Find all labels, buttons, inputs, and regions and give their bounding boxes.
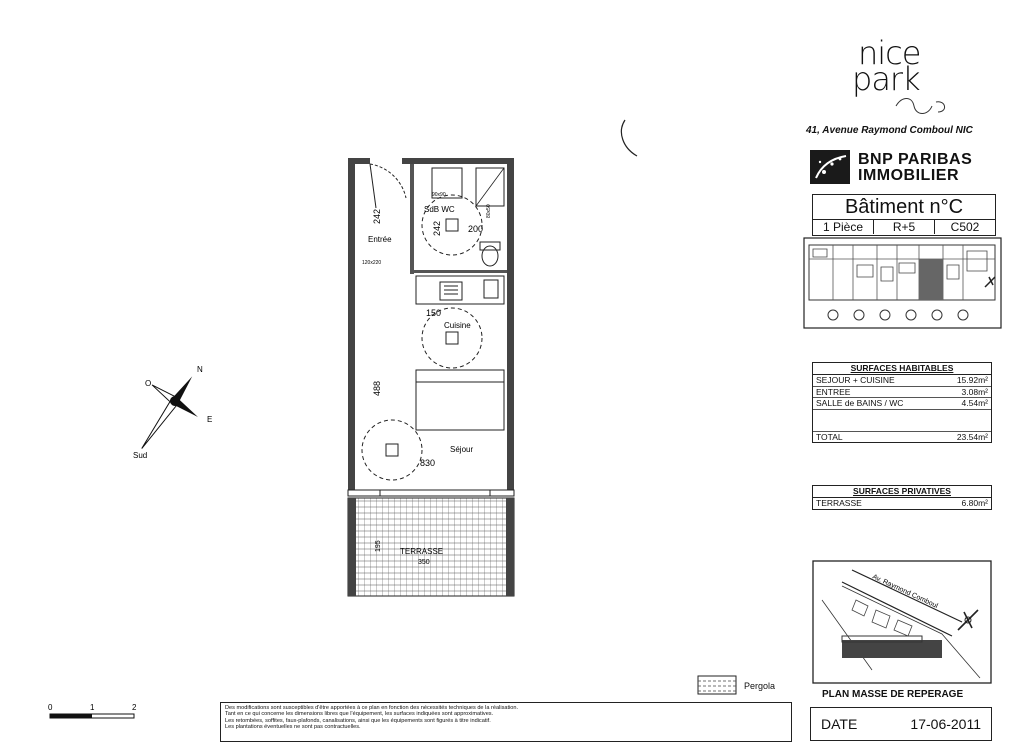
pen-mark [620, 119, 638, 157]
dim-terrasse-h: 195 [375, 540, 382, 552]
compass-o: O [145, 379, 151, 388]
building-lot: C502 [934, 220, 995, 234]
disclaimer-notes: Des modifications sont susceptibles d'êt… [220, 702, 792, 742]
bnp-line-2: IMMOBILIER [858, 167, 959, 184]
dim-sejour-h: 488 [372, 381, 382, 396]
note-line: Les plantations éventuelles ne sont pas … [225, 723, 361, 730]
scale-tick-2: 2 [132, 703, 137, 712]
date-label: DATE [821, 716, 858, 732]
floor-plan: Entrée SdB WC Cuisine Séjour TERRASSE 24… [347, 158, 515, 597]
surface-row [813, 410, 991, 432]
date-box: DATE 17-06-2011 [810, 707, 992, 741]
room-label-cuisine: Cuisine [444, 321, 471, 330]
note-line: Les retombées, soffites, faux-plafonds, … [225, 717, 491, 724]
walls [348, 158, 514, 492]
nice-park-logo: nice park [852, 34, 952, 114]
room-label-sdb-wc: SdB WC [424, 205, 455, 214]
dim-entree-h: 242 [372, 209, 382, 224]
pergola-label: Pergola [744, 681, 776, 691]
building-box: Bâtiment n°C 1 Pièce R+5 C502 [812, 194, 996, 236]
scale-tick-1: 1 [90, 703, 95, 712]
pergola-swatch-icon [697, 675, 737, 695]
dim-sdb-h: 242 [432, 221, 442, 236]
dim-sejour-w: 830 [420, 458, 435, 468]
note-line: Des modifications sont susceptibles d'êt… [225, 705, 519, 711]
bnp-line-1: BNP PARIBAS [858, 151, 973, 168]
date-value: 17-06-2011 [910, 716, 981, 732]
compass-s: Sud [133, 451, 147, 460]
dim-cuisine-w: 150 [426, 308, 441, 318]
note-line: Tant en ce qui concerne les dimensions l… [225, 711, 494, 718]
building-info-row: 1 Pièce R+5 C502 [813, 219, 995, 234]
site-north-arrow-icon [957, 609, 979, 631]
address: 41, Avenue Raymond Comboul NIC [806, 125, 973, 136]
scale-tick-0: 0 [48, 703, 53, 712]
room-label-sejour: Séjour [450, 445, 473, 454]
dim-basin: 80x50 [486, 204, 492, 218]
dim-door: 120x220 [362, 260, 381, 266]
logo-line-2: park [852, 60, 921, 98]
bnp-stars-icon [810, 150, 850, 184]
room-label-terrasse: TERRASSE [400, 547, 443, 556]
building-floor: R+5 [873, 220, 934, 234]
scale-bar: 0 1 2 [48, 703, 137, 719]
compass-rose-icon: N O E Sud [133, 365, 212, 460]
building-type: 1 Pièce [822, 220, 864, 234]
compass-n: N [197, 365, 203, 374]
building-title: Bâtiment n°C [844, 196, 964, 218]
surfaces-habitables-title: SURFACES HABITABLES [812, 362, 992, 374]
compass-e: E [207, 415, 212, 424]
dim-sdb-w: 200 [468, 224, 483, 234]
site-plan-caption: PLAN MASSE DE REPERAGE [822, 689, 964, 700]
site-plan-map: Av. Raymond Comboul [812, 560, 992, 684]
room-label-entree: Entrée [368, 235, 392, 244]
logo-line-1: nice [858, 34, 921, 72]
floor-key-plan [803, 237, 1002, 329]
dim-shower: 90x90 [432, 192, 446, 198]
logo-swirl-icon [895, 98, 945, 114]
bnp-logo: BNP PARIBAS IMMOBILIER [806, 148, 996, 188]
dim-terrasse-w: 350 [418, 559, 430, 566]
surfaces-privatives-title: SURFACES PRIVATIVES [812, 485, 992, 497]
